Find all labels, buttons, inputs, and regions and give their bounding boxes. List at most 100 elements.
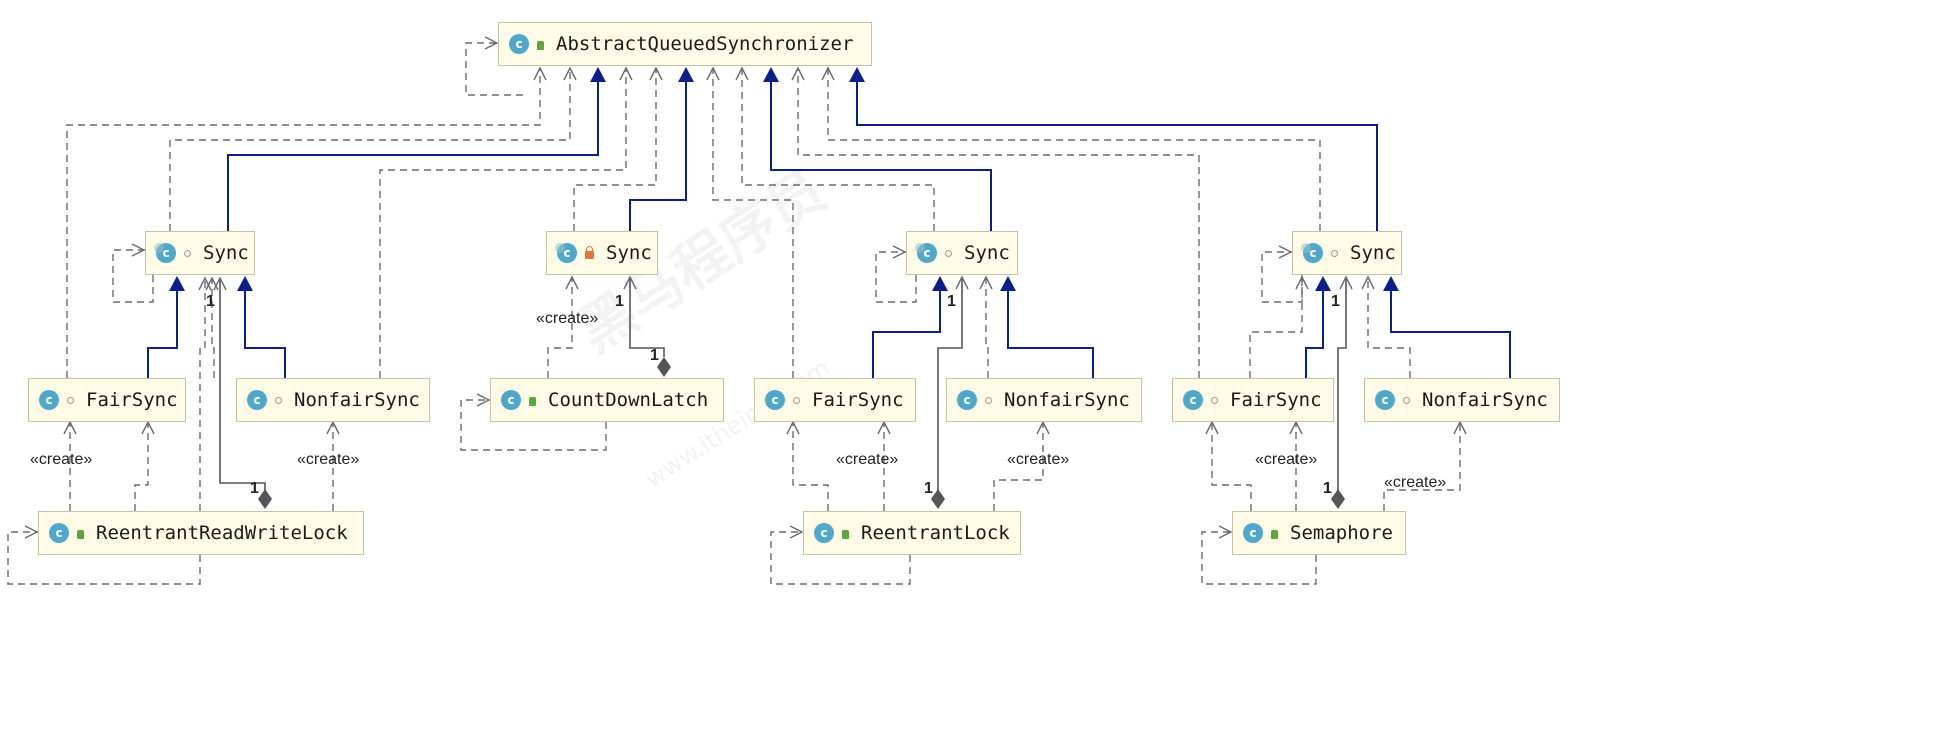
inheritance-arrowhead xyxy=(169,276,185,291)
dependency-arrowhead xyxy=(1361,275,1375,290)
abstract-class-icon: c xyxy=(555,243,577,263)
class-node-aqs[interactable]: c AbstractQueuedSynchronizer xyxy=(498,22,872,66)
package-modifier-icon xyxy=(1211,396,1218,404)
package-modifier-icon xyxy=(985,396,992,404)
multiplicity-label: 1 xyxy=(947,293,956,310)
inheritance-edge xyxy=(856,82,1378,231)
class-node-cdl[interactable]: c CountDownLatch xyxy=(490,378,724,422)
class-name: CountDownLatch xyxy=(548,389,709,411)
dependency-arrowhead xyxy=(821,66,835,81)
dependency-arrowhead xyxy=(1218,525,1233,539)
dependency-arrowhead xyxy=(786,420,800,435)
class-icon: c xyxy=(509,34,529,54)
inheritance-arrowhead xyxy=(1383,276,1399,291)
inheritance-edge xyxy=(770,82,992,231)
composition-diamond xyxy=(657,357,671,377)
create-label: «create» xyxy=(30,451,93,468)
dependency-arrowhead xyxy=(789,525,804,539)
inheritance-edge xyxy=(1007,291,1094,378)
dependency-arrowhead xyxy=(533,66,547,81)
dependency-arrowhead xyxy=(198,276,212,291)
class-icon: c xyxy=(247,390,267,410)
composition-diamond xyxy=(1331,489,1345,509)
dependency-edge xyxy=(211,278,215,378)
dependency-arrowhead xyxy=(131,243,146,257)
dependency-arrowhead xyxy=(1205,420,1219,435)
dependency-arrowhead xyxy=(623,275,637,290)
composition-edge xyxy=(629,277,665,357)
public-modifier-icon xyxy=(1271,529,1278,539)
class-name: Sync xyxy=(203,242,249,264)
create-label: «create» xyxy=(1255,451,1318,468)
abstract-class-icon: c xyxy=(1301,243,1323,263)
class-icon: c xyxy=(501,390,521,410)
package-modifier-icon xyxy=(945,249,952,257)
dependency-arrowhead xyxy=(955,275,969,290)
class-name: FairSync xyxy=(1230,389,1322,411)
dependency-arrowhead xyxy=(476,393,491,407)
class-name: AbstractQueuedSynchronizer xyxy=(556,33,854,55)
inheritance-arrowhead xyxy=(590,67,606,82)
inheritance-edge xyxy=(872,291,941,378)
inheritance-edge xyxy=(244,291,286,378)
dependency-arrowhead xyxy=(213,276,227,291)
multiplicity-label: 1 xyxy=(650,347,659,364)
abstract-class-icon: c xyxy=(154,243,176,263)
composition-edge xyxy=(1337,277,1347,490)
dependency-arrowhead xyxy=(326,420,340,435)
inheritance-arrowhead xyxy=(1315,276,1331,291)
package-modifier-icon xyxy=(184,249,191,257)
self-dependency-loop xyxy=(770,531,911,585)
class-name: Semaphore xyxy=(1290,522,1393,544)
dependency-arrowhead xyxy=(619,66,633,81)
self-dependency-loop xyxy=(460,399,607,451)
dependency-edge xyxy=(1249,277,1303,378)
dependency-arrowhead xyxy=(735,66,749,81)
dependency-arrowhead xyxy=(24,525,39,539)
dependency-arrowhead xyxy=(484,36,499,50)
self-dependency-loop xyxy=(1201,531,1317,585)
class-node-rrwl-nonfair[interactable]: c NonfairSync xyxy=(236,378,430,422)
inheritance-arrowhead xyxy=(1000,276,1016,291)
multiplicity-label: 1 xyxy=(1323,480,1332,497)
class-icon: c xyxy=(814,523,834,543)
public-modifier-icon xyxy=(537,40,544,50)
abstract-class-icon: c xyxy=(915,243,937,263)
dependency-arrowhead xyxy=(141,420,155,435)
class-name: NonfairSync xyxy=(1422,389,1548,411)
multiplicity-label: 1 xyxy=(1331,293,1340,310)
dependency-arrowhead xyxy=(63,420,77,435)
dependency-arrowhead xyxy=(565,275,579,290)
self-dependency-loop xyxy=(875,251,917,303)
create-label: «create» xyxy=(536,310,599,327)
class-icon: c xyxy=(1183,390,1203,410)
dependency-arrowhead xyxy=(791,66,805,81)
dependency-arrowhead xyxy=(1036,420,1050,435)
dependency-edge xyxy=(985,277,989,378)
inheritance-edge xyxy=(227,82,599,231)
dependency-arrowhead xyxy=(1453,420,1467,435)
dependency-edge xyxy=(1211,422,1252,511)
multiplicity-label: 1 xyxy=(206,293,215,310)
create-label: «create» xyxy=(297,451,360,468)
dependency-arrowhead xyxy=(649,66,663,81)
dependency-arrowhead xyxy=(563,66,577,81)
class-name: FairSync xyxy=(812,389,904,411)
dependency-edge xyxy=(1367,277,1411,378)
dependency-edge xyxy=(379,68,627,378)
class-name: NonfairSync xyxy=(294,389,420,411)
class-node-sem-fair[interactable]: c FairSync xyxy=(1172,378,1334,422)
dependency-arrowhead xyxy=(1339,275,1353,290)
class-node-rrwl-sync[interactable]: c Sync xyxy=(145,231,255,275)
